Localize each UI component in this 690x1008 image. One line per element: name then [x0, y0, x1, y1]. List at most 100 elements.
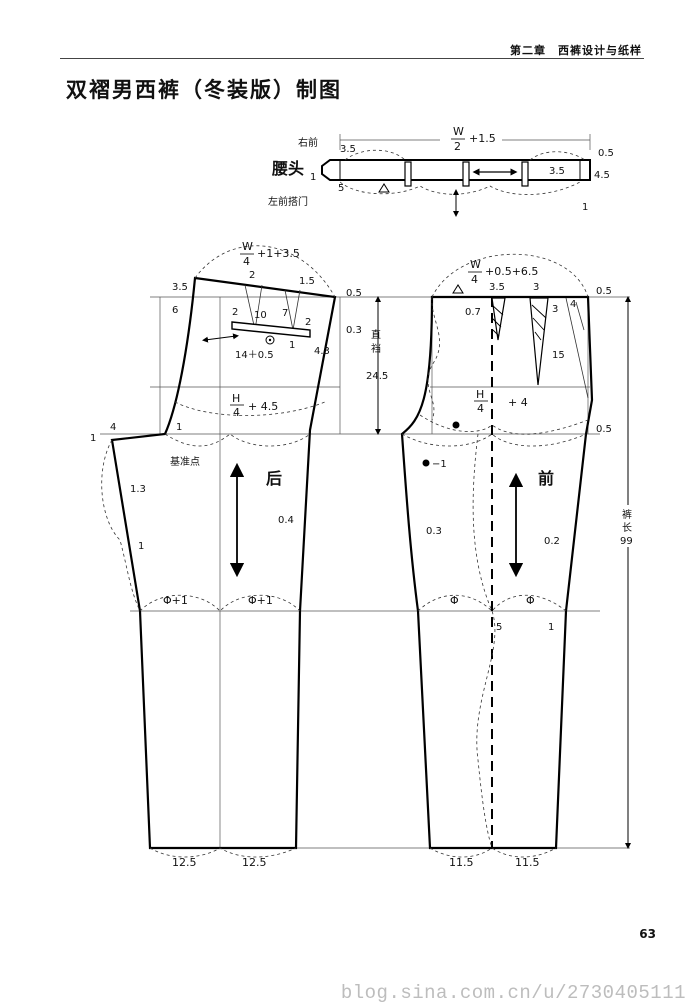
trouser-length-label-a: 裤 — [622, 508, 632, 521]
back-waist-num: W — [242, 240, 253, 253]
back-hem-right: 12.5 — [242, 856, 267, 869]
front-hip-den: 4 — [477, 402, 484, 415]
front-d-3b: 3 — [552, 304, 558, 315]
back-pocket-button-center — [268, 338, 272, 342]
front-d-0-7: 0.7 — [465, 307, 481, 318]
back-hip-curve — [174, 401, 326, 416]
back-hem-left: 12.5 — [172, 856, 197, 869]
back-ref-point: 基准点 — [170, 455, 200, 468]
front-d-0-3: 0.3 — [426, 526, 442, 537]
back-d-0-4: 0.4 — [278, 515, 294, 526]
waistband-d-4-5: 4.5 — [594, 170, 610, 181]
front-pleat-2-hatch — [531, 304, 547, 341]
belt-loop-3 — [521, 161, 529, 187]
back-crotch-curve — [164, 433, 311, 447]
waistband-measure-curve — [339, 181, 581, 195]
waistband-d-5: 5 — [338, 183, 344, 194]
front-d-0-2: 0.2 — [544, 536, 560, 547]
front-side-pocket-line — [565, 297, 589, 399]
front-pleat-1 — [491, 297, 506, 341]
back-d-0-3: 0.3 — [346, 325, 362, 336]
page-number: 63 — [639, 927, 656, 941]
front-knee-left: Φ — [450, 594, 459, 607]
front-hip-num: H — [476, 388, 484, 401]
front-d-minus-1: −1 — [432, 459, 447, 470]
trouser-length-label-b: 长 — [622, 522, 632, 534]
crotch-depth-label-a: 直 — [371, 328, 381, 341]
back-d-1-pocket: 1 — [289, 340, 295, 351]
back-d-3-5: 3.5 — [172, 282, 188, 293]
chapter-heading: 第二章 西裤设计与纸样 — [510, 44, 642, 57]
back-hip-den: 4 — [233, 406, 240, 419]
waistband-right-front: 右前 — [298, 136, 318, 149]
front-waist-arc — [431, 253, 589, 298]
front-d-4: 4 — [570, 299, 576, 310]
front-label: 前 — [538, 469, 554, 488]
front-hip-extra: + 4 — [508, 396, 528, 409]
front-hem-curve — [429, 847, 557, 858]
front-hem-right: 11.5 — [515, 856, 540, 869]
belt-loop-1 — [404, 161, 412, 187]
back-welt-pocket — [231, 321, 311, 338]
front-piece: 前 W 4 +0.5+6.5 H 4 + 4 Φ Φ 11.5 11.5 3.5… — [400, 253, 612, 869]
waistband-notch-triangle — [378, 183, 390, 193]
back-hem-curve — [149, 847, 297, 858]
header-rule — [60, 58, 644, 59]
waistband-d-0-5: 0.5 — [598, 148, 614, 159]
waistband-d-1-right: 1 — [582, 202, 588, 213]
waistband-length-num: W — [453, 125, 464, 138]
back-outline — [110, 276, 337, 850]
back-waist-den: 4 — [243, 255, 250, 268]
front-pleat-1-hatch — [491, 304, 504, 337]
watermark: blog.sina.com.cn/u/2730405111 — [340, 982, 686, 1004]
back-d-6: 6 — [172, 305, 178, 316]
trouser-length-label-bg — [618, 505, 638, 547]
trouser-length-value: 99 — [620, 536, 633, 547]
crotch-depth-label-b: 裆 — [371, 342, 381, 355]
waistband-length-extra: +1.5 — [469, 132, 496, 145]
back-d-4-crotch: 4 — [110, 422, 116, 433]
trouser-length-dimension: 裤 长 99 — [618, 296, 638, 849]
back-piece: 后 W 4 +1+3.5 H 4 + 4.5 基准点 14＋0.5 Φ+1 Φ+… — [90, 240, 362, 869]
front-side-curve — [427, 296, 440, 421]
back-pocket-size: 14＋0.5 — [235, 350, 274, 361]
waistband-block: W 2 +1.5 腰头 右前 左前搭门 3.5 3.5 0.5 4.5 1 1 … — [268, 125, 614, 217]
back-hip-num: H — [232, 392, 240, 405]
back-d-2c: 2 — [305, 317, 311, 328]
front-waist-num: W — [470, 258, 481, 271]
back-knee-left: Φ+1 — [163, 594, 188, 607]
front-d-15: 15 — [552, 350, 565, 361]
page-title: 双褶男西裤（冬装版）制图 — [66, 78, 342, 102]
waistband-top-curve — [344, 149, 586, 161]
waistband-length-den: 2 — [454, 140, 461, 153]
waistband-name: 腰头 — [272, 159, 304, 178]
front-crotch-curve — [401, 433, 587, 447]
back-pocket-width-arrow — [202, 333, 239, 343]
back-d-4-3: 4.3 — [314, 346, 330, 357]
front-knee-right: Φ — [526, 594, 535, 607]
back-label: 后 — [266, 469, 282, 488]
crotch-depth-value: 24.5 — [366, 371, 388, 382]
waistband-length-dimension — [339, 134, 591, 150]
waistband-d-1-left: 1 — [310, 172, 316, 183]
front-hip-curve — [419, 414, 589, 435]
waistband-outline — [321, 159, 591, 181]
front-d-3: 3 — [533, 282, 539, 293]
front-d-3-5: 3.5 — [489, 282, 505, 293]
back-knee-right: Φ+1 — [248, 594, 273, 607]
waistband-d-3-5-left: 3.5 — [340, 144, 356, 155]
waistband-left-overlap: 左前搭门 — [268, 195, 308, 208]
front-waist-den: 4 — [471, 273, 478, 286]
back-d-1-crotch: 1 — [90, 433, 96, 444]
back-d-1-hip: 1 — [176, 422, 182, 433]
front-d-0-5: 0.5 — [596, 286, 612, 297]
front-marker-dot-2 — [422, 459, 430, 467]
back-inseam-curve — [101, 439, 141, 612]
back-knee-curve — [139, 594, 301, 612]
front-marker-dot-1 — [452, 421, 460, 429]
back-d-1-inseam: 1 — [138, 541, 144, 552]
front-d-1: 1 — [548, 622, 554, 633]
frame-guides — [100, 296, 630, 849]
back-d-7: 7 — [282, 308, 288, 319]
